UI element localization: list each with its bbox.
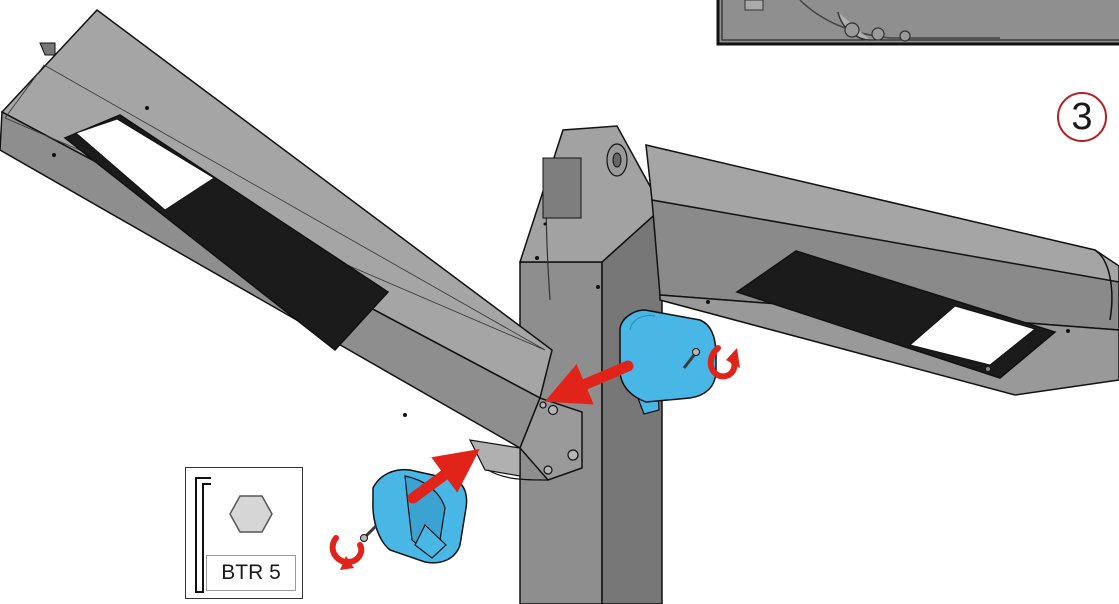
tool-size-text: BTR 5 (221, 561, 281, 584)
step-number-badge: 3 (1057, 92, 1107, 142)
screw-icon (682, 348, 700, 369)
upper-blue-cover (619, 309, 717, 415)
tool-callout: BTR 5 (185, 467, 303, 599)
left-lamp-arm (0, 8, 553, 450)
lower-blue-cover (372, 468, 468, 564)
step-number: 3 (1071, 96, 1093, 138)
right-lamp-arm (645, 144, 1119, 396)
tool-size-label: BTR 5 (206, 555, 296, 591)
insert-arrow-icon (407, 448, 480, 504)
insert-arrow-icon (544, 360, 634, 405)
rotate-arrow-icon (329, 535, 365, 570)
hex-bolt-icon (229, 495, 273, 533)
screw-icon (360, 524, 378, 542)
mounting-bracket (468, 397, 583, 481)
hex-key-icon (195, 477, 211, 593)
inset-detail-frame (716, 0, 1119, 46)
rotate-arrow-icon (707, 345, 740, 380)
